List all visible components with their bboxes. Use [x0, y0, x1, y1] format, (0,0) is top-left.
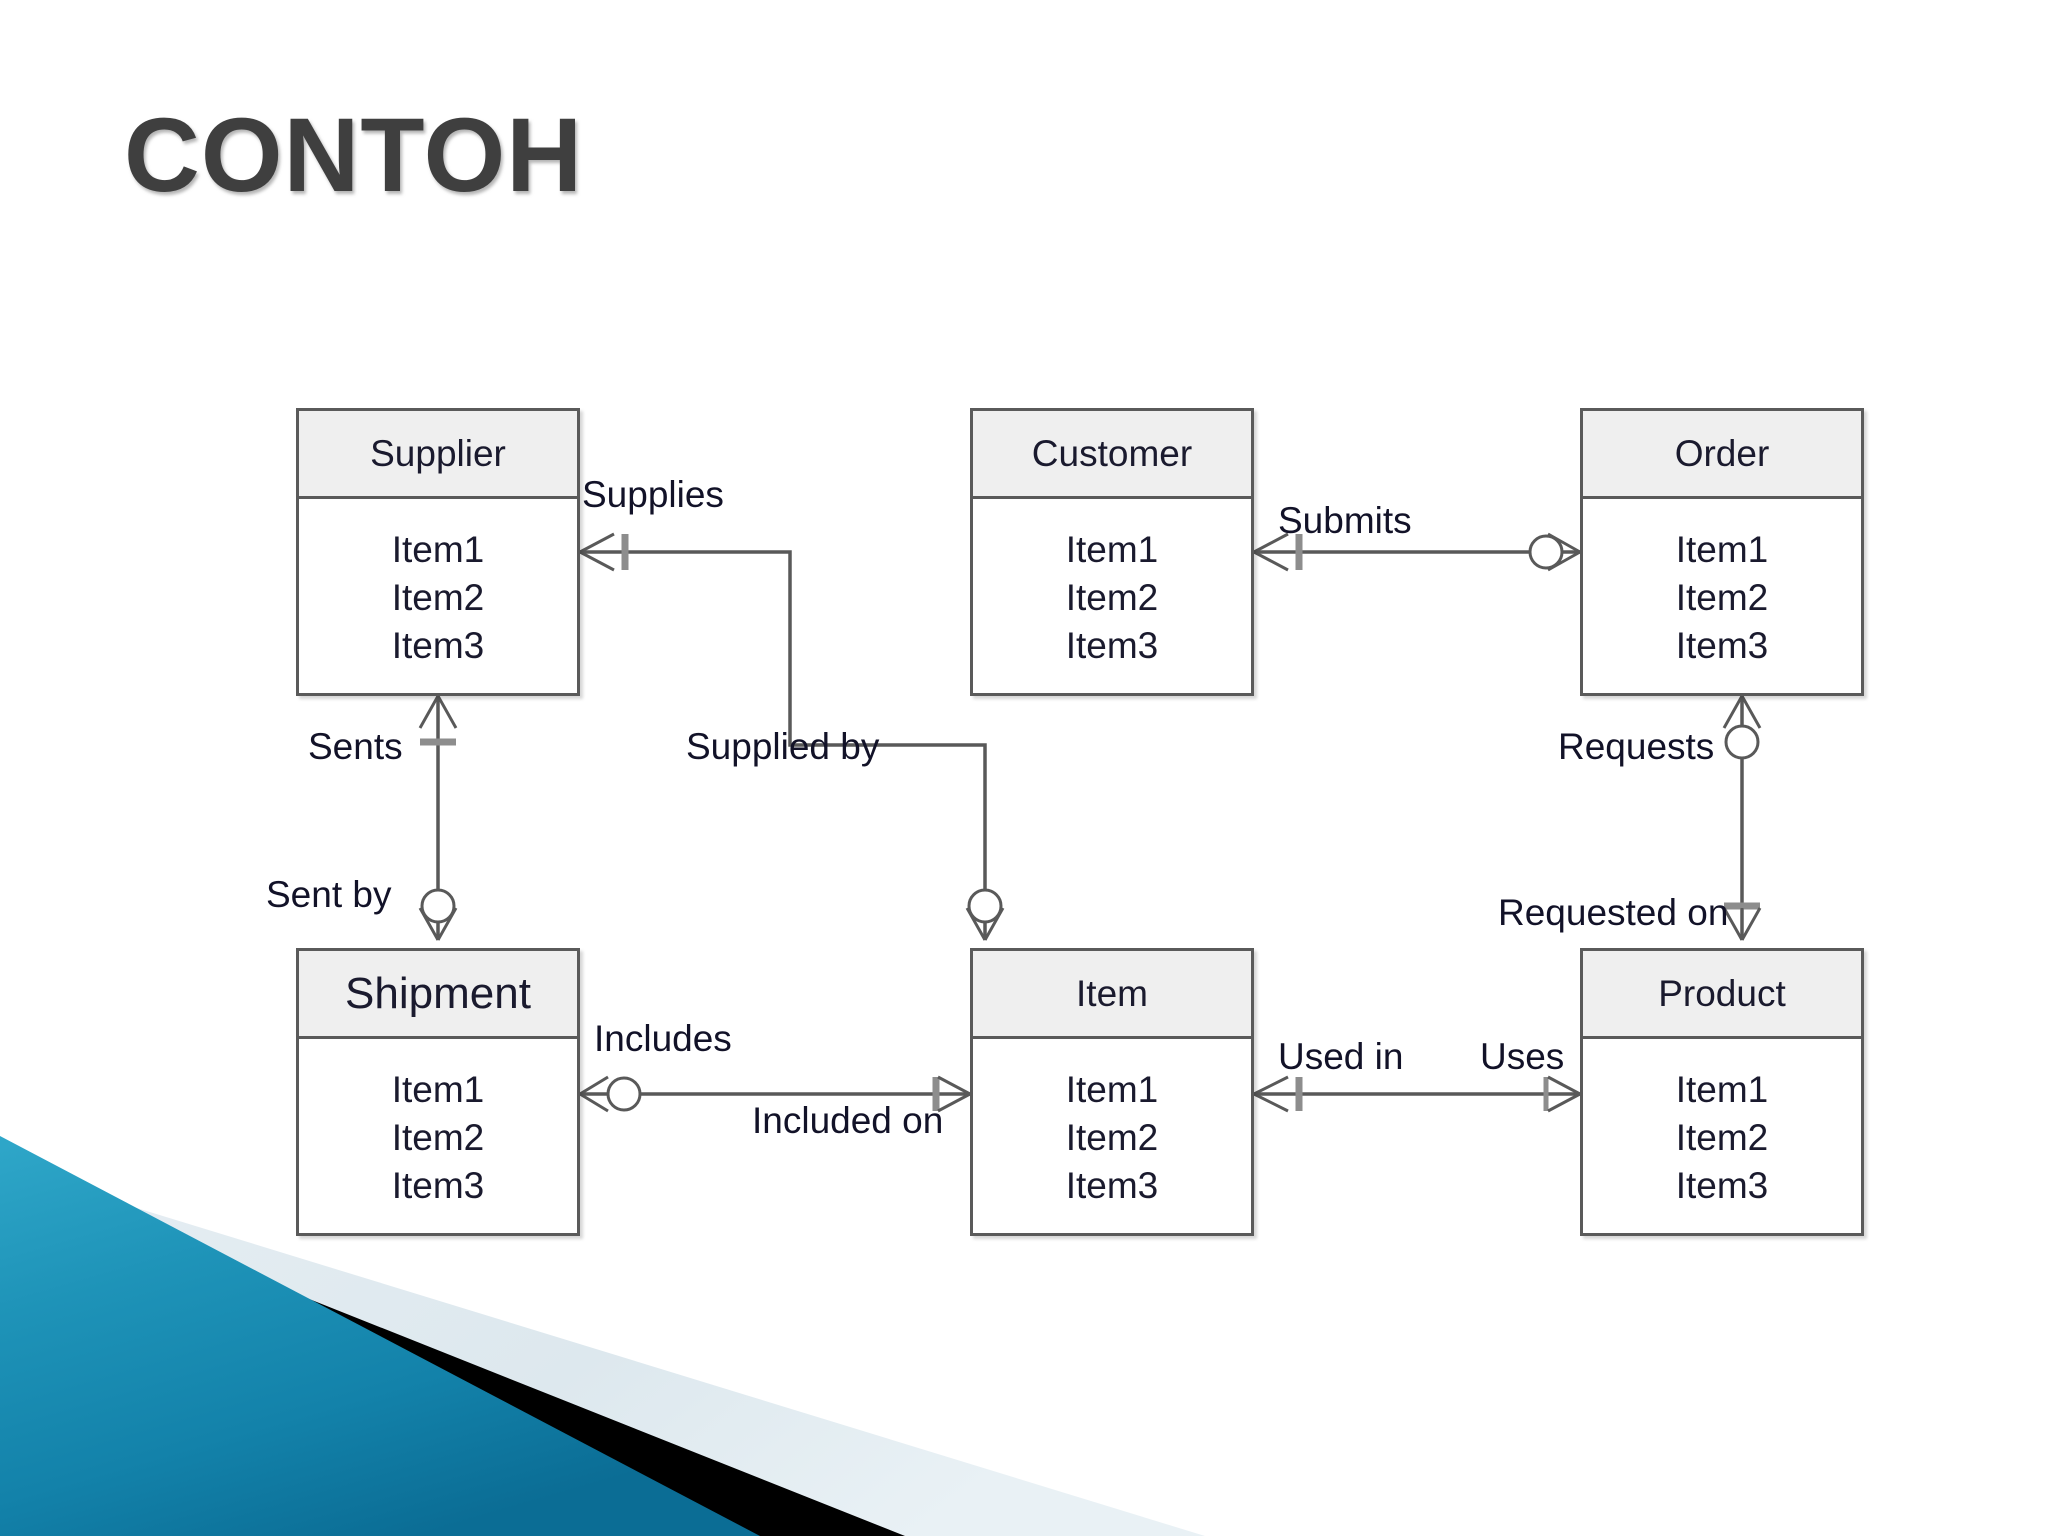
attribute: Item3 [1065, 1165, 1159, 1206]
entity-order[interactable]: Order Item1 Item2 Item3 [1580, 408, 1864, 696]
attribute: Item1 [1065, 1069, 1159, 1110]
relationship-label-sents: Sents [308, 726, 403, 767]
entity-supplier[interactable]: Supplier Item1 Item2 Item3 [296, 408, 580, 696]
relationship-label-included-on: Included on [752, 1100, 944, 1141]
relationship-label-used-in: Used in [1278, 1036, 1404, 1077]
attribute: Item3 [391, 1165, 485, 1206]
crowfoot-customer-submits [1253, 532, 1289, 572]
entity-shipment[interactable]: Shipment Item1 Item2 Item3 [296, 948, 580, 1236]
relationship-label-supplied-by: Supplied by [686, 726, 880, 767]
attribute: Item3 [1675, 625, 1769, 666]
entity-product[interactable]: Product Item1 Item2 Item3 [1580, 948, 1864, 1236]
entity-item-attributes: Item1 Item2 Item3 [973, 1039, 1251, 1209]
circle-includes [606, 1076, 642, 1112]
attribute: Item1 [1065, 529, 1159, 570]
er-diagram [418, 532, 1762, 1113]
relationship-label-supplies: Supplies [582, 474, 724, 515]
crowfoot-product-requested-on [1722, 907, 1762, 941]
crowfoot-supplier-supplies [579, 532, 615, 572]
relationship-label-submits: Submits [1278, 500, 1412, 541]
crowfoot-item-included-on [937, 1075, 971, 1113]
attribute: Item2 [1675, 1117, 1769, 1158]
entity-shipment-attributes: Item1 Item2 Item3 [299, 1039, 577, 1209]
circle-sent-by [420, 888, 456, 924]
attribute: Item1 [391, 529, 485, 570]
entity-item[interactable]: Item Item1 Item2 Item3 [970, 948, 1254, 1236]
relationship-label-sent-by: Sent by [266, 874, 392, 915]
attribute: Item1 [1675, 529, 1769, 570]
attribute: Item3 [1065, 625, 1159, 666]
entity-product-title: Product [1583, 951, 1861, 1039]
attribute: Item2 [1065, 1117, 1159, 1158]
crowfoot-shipment-includes [579, 1075, 609, 1113]
relationship-label-includes: Includes [594, 1018, 732, 1059]
page-title: CONTOH [124, 97, 584, 214]
entity-supplier-title: Supplier [299, 411, 577, 499]
circle-submits-order [1528, 534, 1564, 570]
crowfoot-supplier-sents [418, 695, 458, 729]
connector-supplier-item [580, 550, 987, 940]
entity-item-title: Item [973, 951, 1251, 1039]
attribute: Item1 [1675, 1069, 1769, 1110]
attribute: Item3 [391, 625, 485, 666]
crowfoot-product-uses [1547, 1075, 1581, 1113]
attribute: Item3 [1675, 1165, 1769, 1206]
crowfoot-order-requests [1722, 695, 1762, 729]
entity-customer[interactable]: Customer Item1 Item2 Item3 [970, 408, 1254, 696]
crowfoot-order-submits [1547, 532, 1581, 572]
crowfoot-item-used-in [1253, 1075, 1289, 1113]
circle-requests [1724, 724, 1760, 760]
entity-shipment-title: Shipment [299, 951, 577, 1039]
entity-order-attributes: Item1 Item2 Item3 [1583, 499, 1861, 669]
entity-customer-attributes: Item1 Item2 Item3 [973, 499, 1251, 669]
crowfoot-shipment-sent-by [418, 907, 458, 941]
connector-layer [418, 532, 1762, 1113]
circle-supplied-by [967, 888, 1003, 924]
relationship-label-uses: Uses [1480, 1036, 1565, 1077]
entity-product-attributes: Item1 Item2 Item3 [1583, 1039, 1861, 1209]
attribute: Item2 [1065, 577, 1159, 618]
relationship-label-requested-on: Requested on [1498, 892, 1729, 933]
entity-order-title: Order [1583, 411, 1861, 499]
attribute: Item1 [391, 1069, 485, 1110]
attribute: Item2 [1675, 577, 1769, 618]
relationship-label-requests: Requests [1558, 726, 1715, 767]
entity-customer-title: Customer [973, 411, 1251, 499]
attribute: Item2 [391, 1117, 485, 1158]
attribute: Item2 [391, 577, 485, 618]
crowfoot-item-supplied-by [965, 907, 1005, 941]
entity-supplier-attributes: Item1 Item2 Item3 [299, 499, 577, 669]
